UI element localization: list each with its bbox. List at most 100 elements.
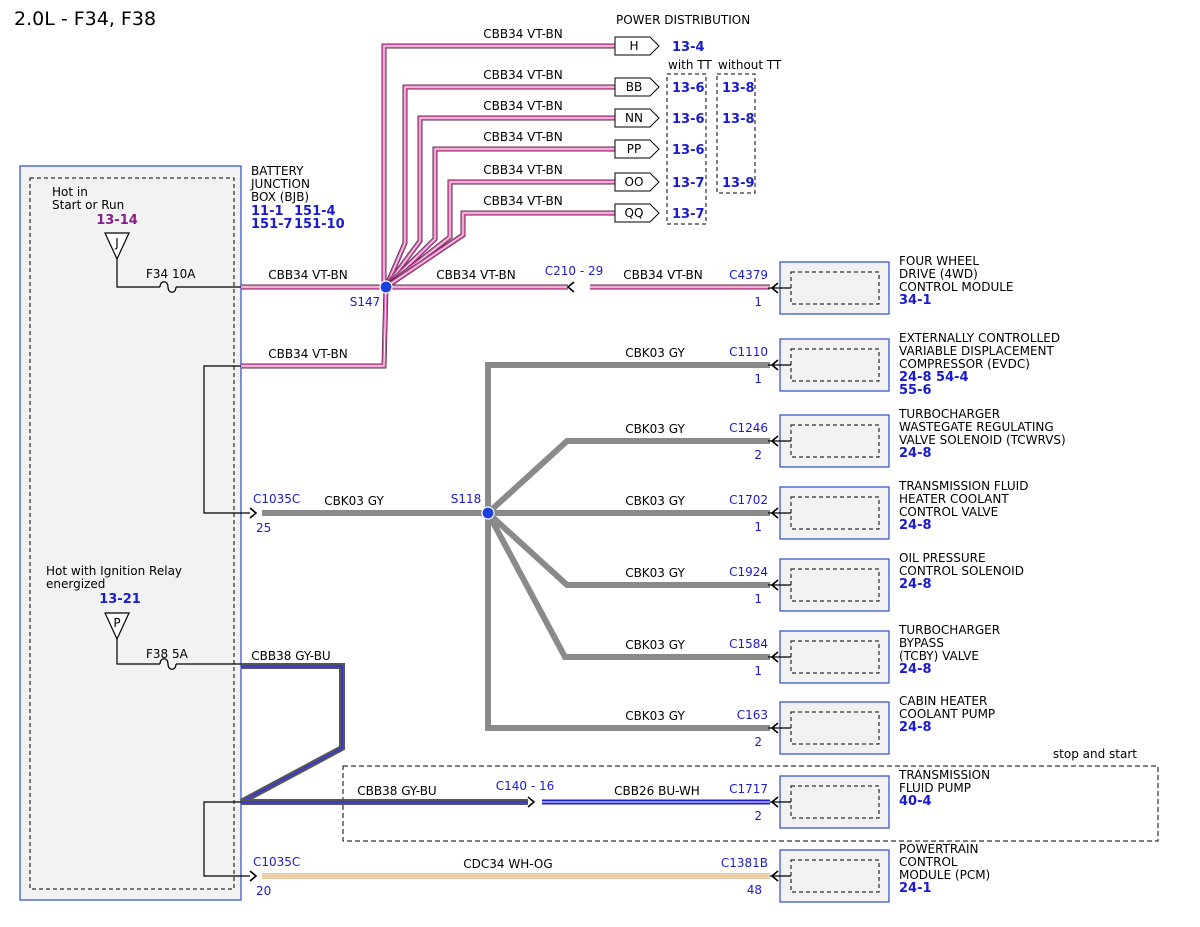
gy-branch-c1246-fill [485, 438, 770, 516]
bjb-loop-c1035c-20 [203, 801, 250, 877]
bjb-ref: 11-1 [251, 204, 284, 219]
hot-start-run-label: Hot in [52, 185, 88, 199]
hot-start-run-label: Start or Run [52, 198, 124, 212]
module-name-line: DRIVE (4WD) [899, 267, 978, 281]
module-name-line: EXTERNALLY CONTROLLED [899, 331, 1060, 345]
module-pin-chevron [770, 796, 779, 808]
module-box [779, 261, 890, 315]
module-ref: 24-1 [899, 881, 932, 896]
pd-ref-alt: 13-9 [722, 176, 755, 191]
pd-ref-alt: 13-8 [722, 81, 755, 96]
pd-ref: 13-7 [672, 207, 705, 222]
pd-wire-label: CBB34 VT-BN [483, 194, 562, 208]
module-name-line: COMPRESSOR (EVDC) [899, 357, 1030, 371]
splice-s147-label: S147 [350, 295, 381, 309]
module-box [779, 701, 890, 755]
pd-pin-label: NN [625, 111, 643, 125]
gy-branch-c163-fill [485, 513, 770, 731]
bjb-name-line: BATTERY [251, 164, 304, 178]
pd-wire-qq [384, 210, 615, 290]
terminal-j-triangle [104, 232, 130, 261]
f38-lead-line [116, 639, 160, 665]
wire-label-vtbn-lower: CBB34 VT-BN [268, 347, 347, 361]
wire-label-whog: CDC34 WH-OG [463, 857, 552, 871]
gybu-f38-loop-stripe [240, 665, 343, 803]
pd-wire-label: CBB34 VT-BN [483, 99, 562, 113]
pd-wire-nn-stripe [385, 117, 615, 288]
module-ref: 24-8 [899, 518, 932, 533]
bjb-loop-c1035c-25-line [203, 365, 250, 514]
module-pin-chevron [770, 722, 779, 734]
wire-label-gy: CBK03 GY [625, 566, 685, 580]
pd-pin-label: BB [626, 80, 642, 94]
module-name-line: BYPASS [899, 636, 944, 650]
hot-start-run-ref: 13-14 [96, 213, 138, 228]
module-ref: 55-6 [899, 383, 932, 398]
pd-ref-alt: 13-8 [722, 112, 755, 127]
f34-lead-line [116, 259, 160, 288]
pd-wire-nn [383, 115, 615, 289]
pd-wire-oo [384, 179, 615, 289]
bjb-outline [19, 165, 242, 901]
gybu-f38-loop-outline [239, 663, 345, 805]
wire-label-gy: CBK03 GY [625, 709, 685, 723]
pd-pin-tag [614, 203, 660, 223]
pd-pin-tag [614, 108, 660, 128]
module-name-line: MODULE (PCM) [899, 868, 990, 882]
module-pin-number: 48 [747, 883, 762, 897]
pd-ref: 13-6 [672, 81, 705, 96]
module-pin-chevron [770, 282, 779, 294]
pd-ref: 13-7 [672, 176, 705, 191]
with-tt-label: with TT [668, 58, 712, 72]
pd-wire-bb [383, 84, 615, 288]
module-connector-label: C1924 [729, 565, 768, 579]
module-name-line: TRANSMISSION FLUID [898, 479, 1028, 493]
without-tt-label: without TT [718, 58, 782, 72]
module-name-line: WASTEGATE REGULATING [899, 420, 1054, 434]
module-pin-number: 2 [754, 448, 762, 462]
module-ref: 24-8 [899, 720, 932, 735]
wire-label-vtbn-bjb: CBB34 VT-BN [268, 268, 347, 282]
bjb-name-line: BOX (BJB) [251, 190, 309, 204]
vtbn-to-c1035c [241, 286, 389, 369]
module-pin-chevron [770, 579, 779, 591]
module-pin-chevron [770, 651, 779, 663]
wire-label-gy: CBK03 GY [625, 494, 685, 508]
gy-branch-c1110 [485, 362, 770, 513]
c140-chevron [527, 796, 536, 808]
module-box [779, 849, 890, 903]
module-name-line: CONTROL MODULE [899, 280, 1014, 294]
pd-ref: 13-6 [672, 143, 705, 158]
pd-ref: 13-4 [672, 40, 705, 55]
c210-chevron [566, 281, 575, 293]
module-name-line: POWERTRAIN [899, 842, 979, 856]
module-name-line: TURBOCHARGER [898, 623, 1000, 637]
module-name-line: VARIABLE DISPLACEMENT [899, 344, 1055, 358]
terminal-j-letter: J [114, 236, 119, 250]
module-pin-number: 1 [754, 372, 762, 386]
wire-label-vtbn-c210: CBB34 VT-BN [436, 268, 515, 282]
module-pin-chevron [770, 507, 779, 519]
module-name-line: CONTROL [899, 855, 958, 869]
without-tt-dashed-box [716, 73, 756, 194]
module-connector-label: C163 [737, 708, 768, 722]
module-ref: 24-8 [899, 662, 932, 677]
gy-branch-c1584-fill [485, 511, 770, 660]
module-connector-label: C1381B [721, 856, 768, 870]
pd-wire-oo-stripe [385, 181, 615, 288]
splice-s118-dot [481, 506, 495, 520]
wire-label-gy: CBK03 GY [625, 638, 685, 652]
bjb-loop-c1035c-25 [203, 365, 250, 514]
module-connector-label: C1717 [729, 782, 768, 796]
module-pin-number: 1 [754, 520, 762, 534]
module-pin-number: 1 [754, 295, 762, 309]
wire-label-gybu-bottom: CBB38 GY-BU [357, 784, 436, 798]
c1035c-25-chevron [249, 507, 258, 519]
module-ref: 24-8 [899, 577, 932, 592]
c140-label: C140 - 16 [496, 779, 555, 793]
terminal-p-letter: P [113, 616, 120, 630]
pd-wire-label: CBB34 VT-BN [483, 68, 562, 82]
gy-branch-c1246 [485, 438, 770, 516]
pd-pin-tag [614, 172, 660, 192]
module-name-line: (TCBY) VALVE [899, 649, 979, 663]
